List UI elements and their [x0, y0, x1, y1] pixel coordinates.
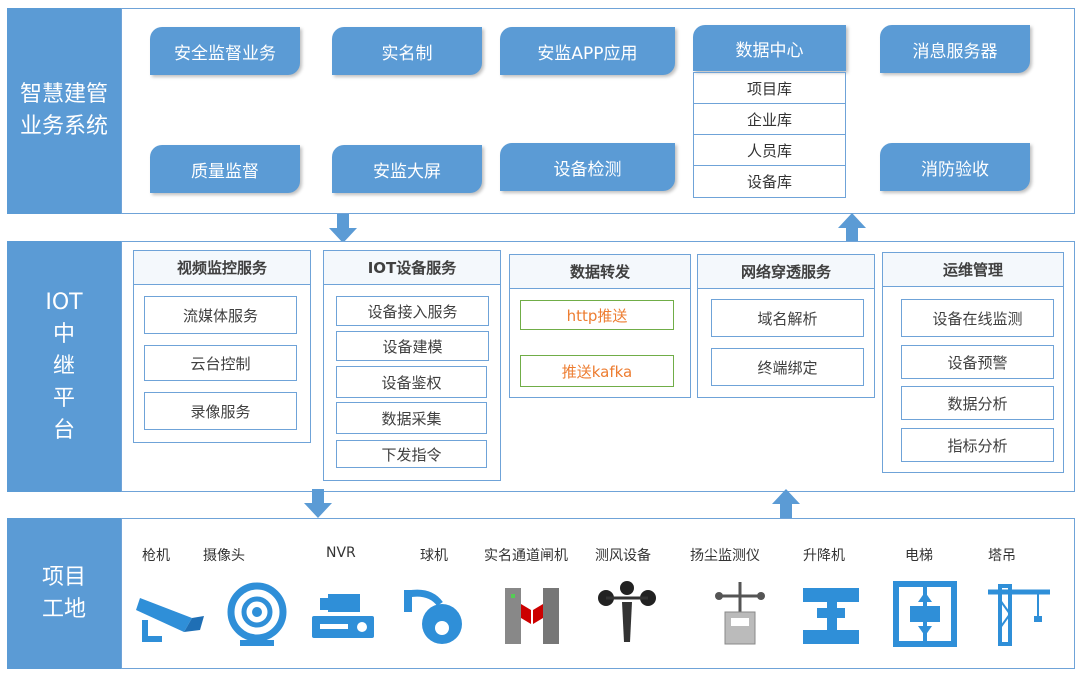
device-access-item[interactable]: 设备接入服务	[336, 296, 489, 326]
tab-real-name[interactable]: 实名制	[332, 27, 482, 75]
data-center-item-device[interactable]: 设备库	[746, 173, 792, 191]
anemometer-icon	[598, 581, 656, 642]
data-collection-item[interactable]: 数据采集	[336, 402, 487, 434]
send-command-item[interactable]: 下发指令	[336, 440, 487, 468]
recording-service-item[interactable]: 录像服务	[144, 392, 297, 430]
data-center-item-personnel[interactable]: 人员库	[694, 135, 845, 166]
data-center-item-enterprise[interactable]: 企业库	[694, 104, 845, 135]
device-label-turnstile: 实名通道闸机	[484, 548, 568, 564]
lift-icon	[803, 588, 859, 644]
domain-resolve-item[interactable]: 域名解析	[711, 299, 864, 337]
data-center-list: 项目库 企业库 人员库 设备库	[693, 72, 846, 198]
tab-safety-supervision[interactable]: 安全监督业务	[150, 27, 300, 75]
tab-fire-acceptance[interactable]: 消防验收	[880, 143, 1030, 191]
tab-quality-supervision[interactable]: 质量监督	[150, 145, 300, 193]
data-analysis-item[interactable]: 数据分析	[901, 386, 1054, 420]
up-arrow-icon	[838, 213, 866, 243]
online-monitor-item[interactable]: 设备在线监测	[901, 299, 1054, 337]
turnstile-icon	[505, 588, 559, 644]
tab-safety-screen[interactable]: 安监大屏	[332, 145, 482, 193]
down-arrow-icon	[304, 489, 332, 518]
device-label-dust-monitor: 扬尘监测仪	[690, 548, 760, 564]
streaming-service-item[interactable]: 流媒体服务	[144, 296, 297, 334]
ptz-control-item[interactable]: 云台控制	[144, 345, 297, 381]
device-label-dome-camera: 球机	[420, 548, 448, 564]
kafka-push-item[interactable]: 推送kafka	[520, 355, 674, 387]
dust-monitor-icon	[715, 582, 765, 645]
device-label-tower-crane: 塔吊	[988, 548, 1016, 564]
tower-crane-icon	[988, 584, 1050, 646]
device-label-webcam: 摄像头	[203, 548, 245, 564]
device-label-elevator: 电梯	[905, 548, 933, 564]
tab-message-server[interactable]: 消息服务器	[880, 25, 1030, 73]
device-modeling-item[interactable]: 设备建模	[336, 331, 489, 361]
terminal-binding-item[interactable]: 终端绑定	[711, 348, 864, 386]
indicator-analysis-item[interactable]: 指标分析	[901, 428, 1054, 462]
business-system-label: 智慧建管 业务系统	[7, 8, 121, 214]
device-label-nvr: NVR	[326, 545, 356, 561]
network-penetration-title: 网络穿透服务	[698, 255, 874, 289]
gun-camera-icon	[136, 598, 204, 642]
project-site-label-text: 项目 工地	[41, 564, 86, 622]
dome-camera-icon	[404, 589, 462, 644]
nvr-icon	[312, 594, 374, 638]
elevator-icon	[893, 581, 957, 647]
video-monitoring-title: 视频监控服务	[134, 251, 310, 285]
device-label-gun-camera: 枪机	[142, 548, 170, 564]
device-alert-item[interactable]: 设备预警	[901, 345, 1054, 379]
device-auth-item[interactable]: 设备鉴权	[336, 366, 487, 398]
tab-device-inspection[interactable]: 设备检测	[500, 143, 675, 191]
iot-device-title: IOT设备服务	[324, 251, 500, 285]
http-push-item[interactable]: http推送	[520, 300, 674, 330]
iot-platform-label: IOT 中 继 平 台	[7, 241, 121, 492]
iot-platform-label-text: IOT 中 继 平 台	[45, 289, 83, 443]
data-forward-title: 数据转发	[510, 255, 690, 289]
webcam-icon	[227, 582, 287, 646]
tab-data-center[interactable]: 数据中心	[693, 25, 846, 71]
device-label-lift: 升降机	[803, 548, 845, 564]
business-system-label-text: 智慧建管 业务系统	[19, 82, 108, 139]
device-label-anemometer: 测风设备	[595, 548, 651, 564]
ops-management-title: 运维管理	[883, 253, 1063, 287]
down-arrow-icon	[329, 214, 357, 243]
project-site-label: 项目 工地	[7, 518, 121, 669]
up-arrow-icon	[772, 489, 800, 519]
data-center-item-project[interactable]: 项目库	[694, 73, 845, 104]
tab-safety-app[interactable]: 安监APP应用	[500, 27, 675, 75]
